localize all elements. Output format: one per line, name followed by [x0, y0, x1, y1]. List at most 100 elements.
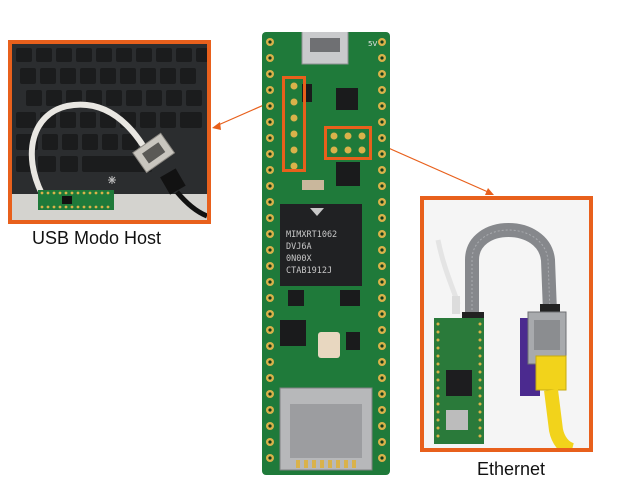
arrow-line-ethernet — [376, 142, 489, 193]
header-pin-hole — [380, 104, 384, 108]
mcu-logo-icon — [310, 208, 324, 216]
header-pin-hole — [268, 168, 272, 172]
usb-plug — [160, 168, 186, 195]
key-row-1 — [16, 48, 207, 62]
keyboard-logo-icon — [108, 176, 116, 184]
header-pin-hole — [268, 392, 272, 396]
ethernet-pin — [344, 146, 352, 154]
header-pin-hole — [268, 296, 272, 300]
usb-host-pin — [290, 146, 298, 154]
keyboard-photo — [12, 44, 207, 220]
small-ic-2 — [336, 162, 360, 186]
ethernet-pin — [358, 146, 366, 154]
header-pin-hole — [268, 152, 272, 156]
header-pin-hole — [268, 136, 272, 140]
usb-host-pin — [290, 98, 298, 106]
header-pin-hole — [380, 408, 384, 412]
usb-host-photo — [8, 40, 211, 224]
key-row-2 — [20, 68, 196, 84]
teensy-board: MIMXRT1062 DVJ6A 0N00X CTAB1912J 5V — [262, 29, 390, 475]
header-pin-hole — [380, 248, 384, 252]
usb-5v-label: 5V — [368, 40, 377, 48]
header-pin-hole — [268, 232, 272, 236]
arrow-head-ethernet — [485, 188, 494, 195]
mcu-label-1: MIMXRT1062 — [286, 230, 337, 240]
arrow-head-usb — [212, 122, 221, 130]
header-pin-hole — [380, 456, 384, 460]
mcu-label-3: 0N00X — [286, 254, 312, 264]
header-pin-hole — [380, 216, 384, 220]
program-button — [318, 332, 340, 358]
header-pin-hole — [380, 200, 384, 204]
header-pin-hole — [380, 296, 384, 300]
header-pin-hole — [380, 184, 384, 188]
header-pin-hole — [380, 136, 384, 140]
header-pin-hole — [268, 104, 272, 108]
header-pin-hole — [380, 56, 384, 60]
header-pin-hole — [268, 216, 272, 220]
usb-host-pin — [290, 130, 298, 138]
ethernet-pin — [330, 146, 338, 154]
header-pin-hole — [268, 200, 272, 204]
key-row-6 — [16, 156, 152, 172]
header-pin-hole — [268, 440, 272, 444]
header-pin-hole — [268, 312, 272, 316]
ethernet-photo-svg — [424, 200, 589, 448]
usb-host-pin — [290, 162, 298, 170]
mcu-label-4: CTAB1912J — [286, 266, 332, 276]
flash-chip — [288, 290, 304, 306]
header-pins — [266, 38, 386, 462]
header-pin-hole — [268, 280, 272, 284]
header-pin-hole — [268, 120, 272, 124]
header-pin-hole — [268, 328, 272, 332]
ethernet-cable — [544, 389, 575, 448]
ethernet-pin — [344, 132, 352, 140]
header-pin-hole — [268, 376, 272, 380]
ethernet-plug — [535, 355, 567, 391]
small-ic-1 — [336, 88, 358, 110]
ethernet-photo — [420, 196, 593, 452]
header-pin-hole — [268, 408, 272, 412]
ethernet-pin — [330, 132, 338, 140]
header-pin-hole — [380, 152, 384, 156]
header-pin-hole — [380, 424, 384, 428]
header-pin-hole — [380, 328, 384, 332]
header-pin-hole — [380, 312, 384, 316]
header-pin-hole — [380, 440, 384, 444]
header-pin-hole — [380, 360, 384, 364]
key-row-4 — [16, 112, 202, 128]
header-pin-hole — [380, 232, 384, 236]
header-pin-hole — [268, 72, 272, 76]
key-row-3 — [26, 90, 202, 106]
header-pin-hole — [380, 376, 384, 380]
header-pin-hole — [380, 120, 384, 124]
header-pin-hole — [380, 72, 384, 76]
header-pin-hole — [268, 344, 272, 348]
usb-cable — [28, 101, 145, 197]
caption-usb-host: USB Modo Host — [32, 228, 162, 248]
ethernet-pin — [358, 132, 366, 140]
header-pin-hole — [380, 344, 384, 348]
header-pin-hole — [380, 168, 384, 172]
usb-receptacle — [132, 132, 176, 174]
caption-ethernet: Ethernet — [477, 459, 546, 479]
header-pin-hole — [268, 264, 272, 268]
usb-host-pin — [290, 82, 298, 90]
header-pin-hole — [268, 88, 272, 92]
mcu-chip — [280, 204, 362, 286]
header-pin-hole — [380, 264, 384, 268]
header-pin-hole — [268, 360, 272, 364]
header-pin-hole — [268, 456, 272, 460]
header-pin-hole — [380, 88, 384, 92]
usb-host-pins-highlight — [282, 76, 306, 172]
mcu-label-2: DVJ6A — [286, 242, 312, 252]
header-pin-hole — [268, 248, 272, 252]
header-pin-hole — [380, 280, 384, 284]
mini-teensy — [38, 190, 114, 210]
header-pin-hole — [268, 424, 272, 428]
header-pin-hole — [268, 56, 272, 60]
header-pin-hole — [268, 184, 272, 188]
ethernet-pins-highlight — [324, 126, 372, 160]
header-pin-hole — [380, 40, 384, 44]
header-pin-hole — [380, 392, 384, 396]
